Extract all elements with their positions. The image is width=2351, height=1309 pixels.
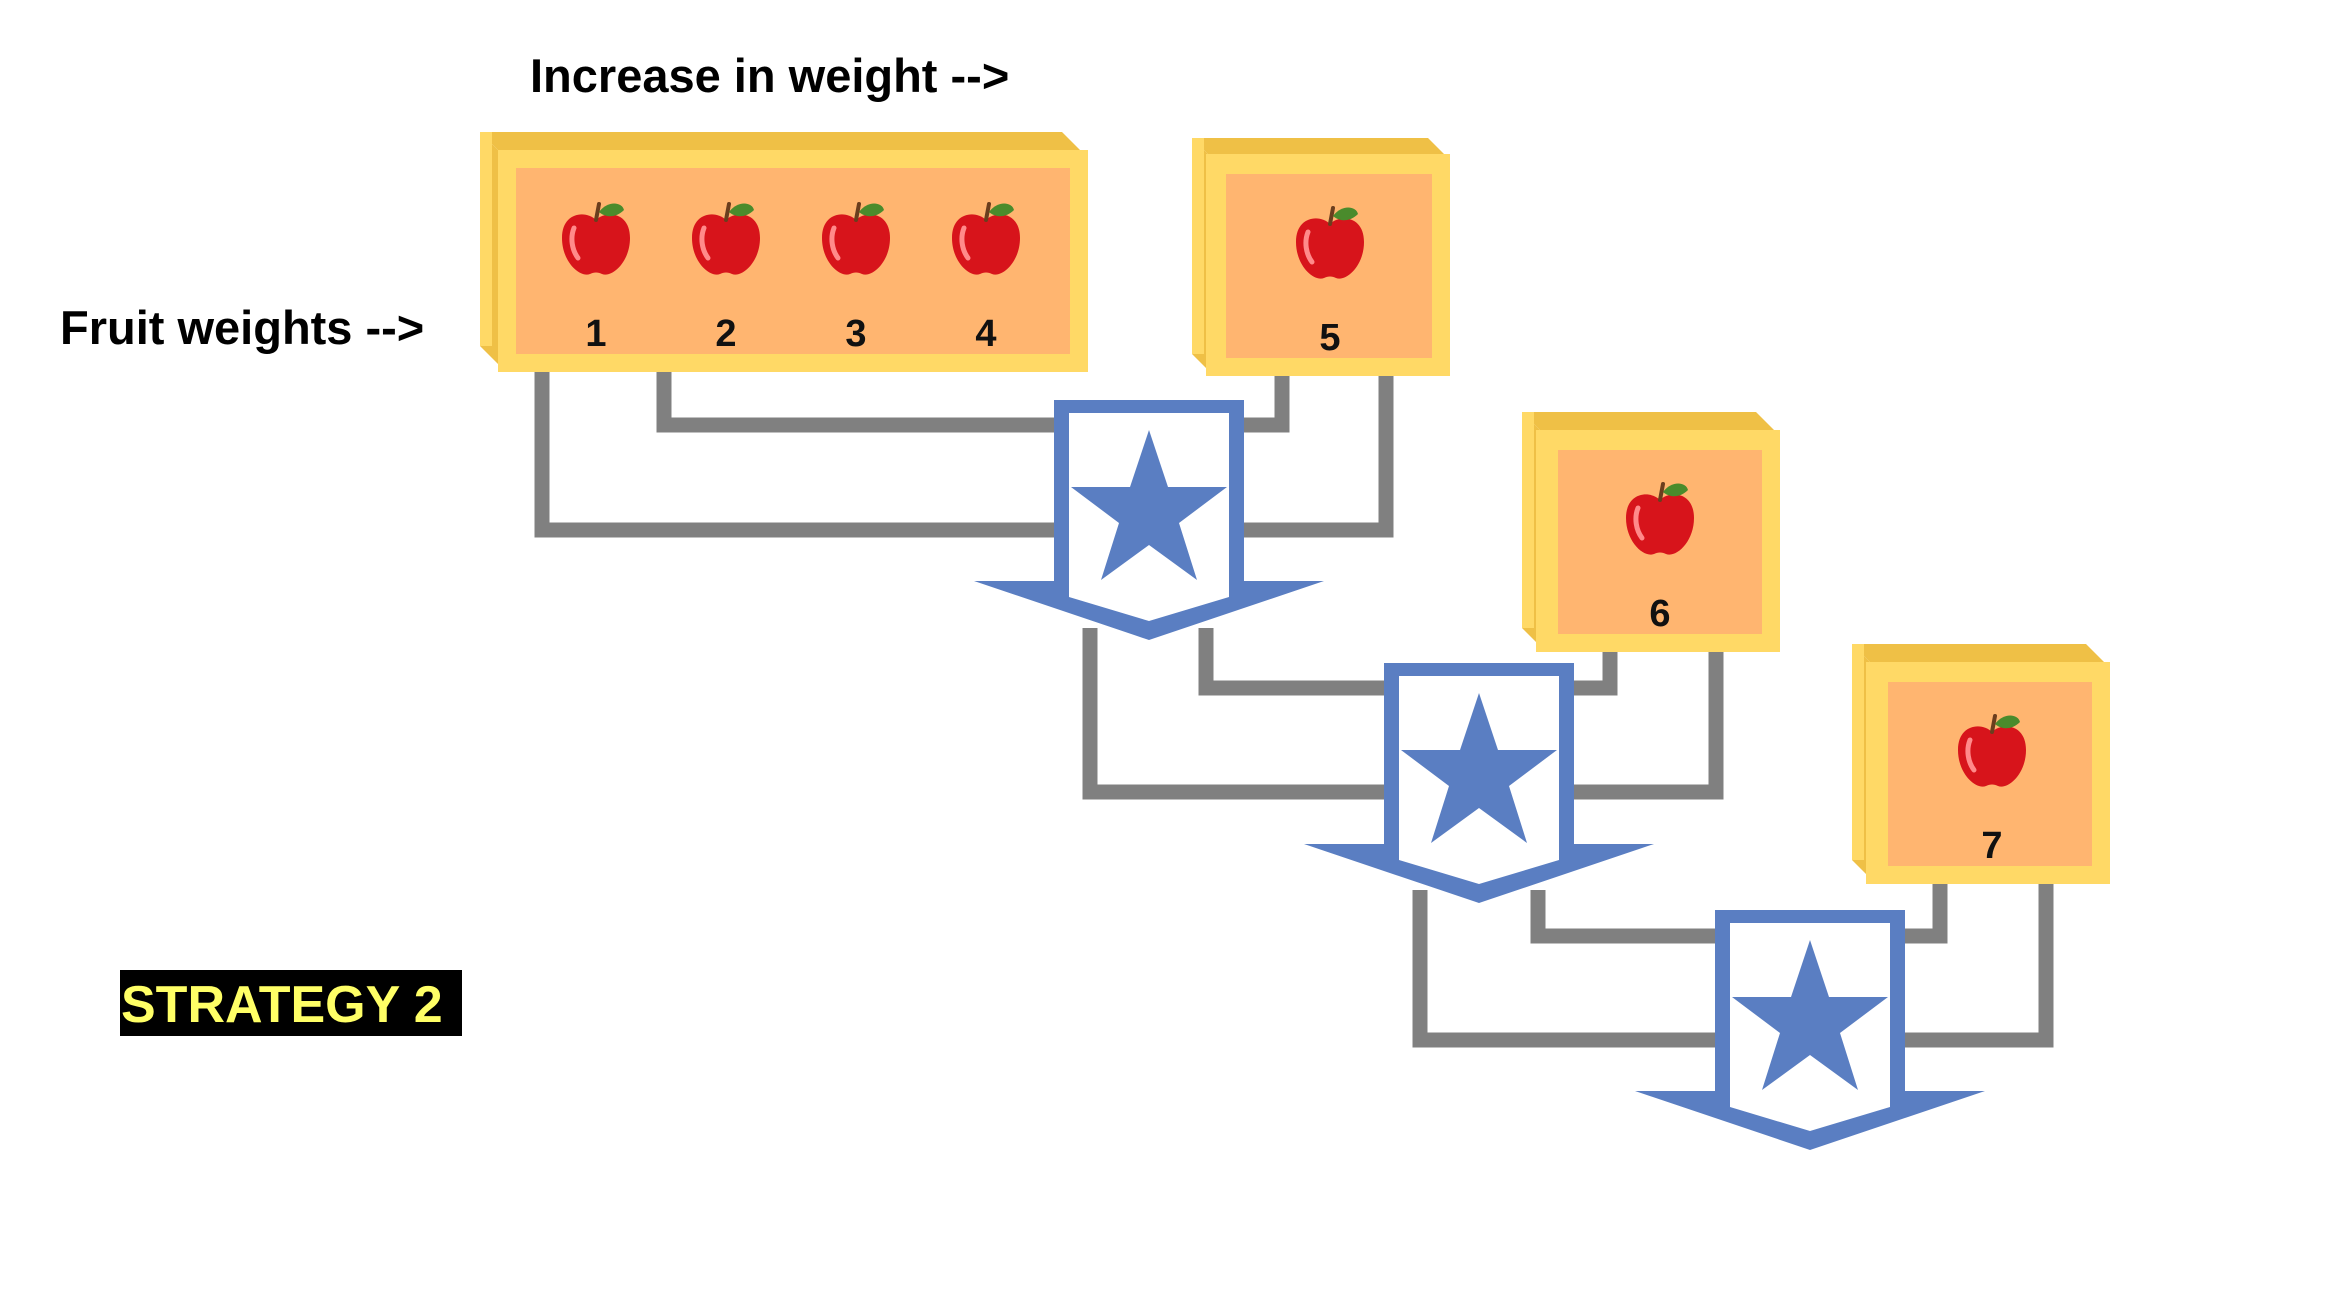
fruit-weight-label: 7 bbox=[1981, 825, 2002, 867]
connector-line bbox=[1530, 890, 1718, 944]
connector-line bbox=[1412, 890, 1718, 1048]
connector-line bbox=[1570, 650, 1724, 800]
fruit-weight-label: 3 bbox=[845, 313, 866, 355]
merge-star-icon bbox=[1304, 663, 1654, 903]
fruit-weight-label: 2 bbox=[715, 313, 736, 355]
fruit-item: 3 bbox=[822, 204, 890, 355]
merge-star-icon bbox=[1635, 910, 1985, 1150]
fruit-weight-label: 1 bbox=[585, 313, 606, 355]
fruit-weight-label: 4 bbox=[975, 313, 996, 355]
fruit-item: 1 bbox=[562, 204, 630, 355]
fruit-box: 1 2 3 4 bbox=[480, 132, 1088, 372]
merge-star-icon bbox=[974, 400, 1324, 640]
fruit-weight-label: 5 bbox=[1319, 317, 1340, 359]
strategy-label: STRATEGY 2 bbox=[121, 976, 443, 1034]
fruit-weights-label: Fruit weights --> bbox=[60, 301, 424, 354]
connector-line bbox=[1082, 628, 1388, 800]
fruit-weight-label: 6 bbox=[1649, 593, 1670, 635]
connector-line bbox=[1902, 880, 2054, 1048]
fruit-box: 5 bbox=[1192, 138, 1450, 376]
connector-line bbox=[1902, 880, 1948, 944]
increase-in-weight-label: Increase in weight --> bbox=[530, 49, 1009, 102]
connector-line bbox=[656, 370, 1058, 433]
fruit-item: 2 bbox=[692, 204, 760, 355]
connector-line bbox=[1240, 376, 1394, 538]
connector-line bbox=[1198, 628, 1388, 696]
fruit-item: 7 bbox=[1958, 716, 2026, 867]
fruit-item: 4 bbox=[952, 204, 1020, 355]
fruit-box: 6 bbox=[1522, 412, 1780, 652]
connector-line bbox=[534, 370, 1058, 538]
fruit-item: 5 bbox=[1296, 208, 1364, 359]
connector-line bbox=[1240, 376, 1290, 433]
fruit-item: 6 bbox=[1626, 484, 1694, 635]
fruit-box: 7 bbox=[1852, 644, 2110, 884]
strategy-badge: STRATEGY 2 bbox=[120, 970, 462, 1036]
connector-lines bbox=[534, 370, 2054, 1048]
connector-line bbox=[1570, 650, 1618, 696]
